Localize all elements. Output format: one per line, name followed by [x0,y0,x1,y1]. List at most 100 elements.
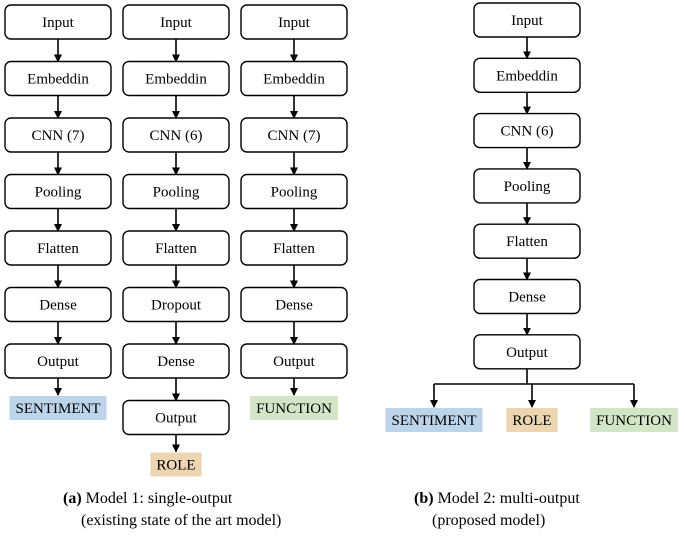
model1-col1-input-node-label: Input [42,15,74,31]
model1-col1-embeddin-node: Embeddin [4,60,112,97]
model1-col3-flatten-node-box [240,230,348,266]
model1-col3-dense-node: Dense [240,286,348,323]
model2-embeddin-node-box [473,57,581,93]
model1-col3-input-node: Input [240,4,348,40]
model1-col1-flatten-node-box [4,230,112,266]
model1-col2-dropout-node-box [122,286,230,323]
model2-flatten-node-label: Flatten [506,234,548,250]
model1-col1-cnn-7-node-box [4,117,112,153]
model1-col1-output-sentiment: SENTIMENT [9,396,107,420]
model1-col2-cnn-6-node: CNN (6) [122,117,230,153]
model1-col1-output-sentiment-badge [9,396,107,420]
model1-col3-pooling-node: Pooling [240,173,348,210]
model1-col2-flatten-node-label: Flatten [155,241,197,257]
caption-model1-tag: (a) [63,490,82,507]
model1-col1-flatten-node-label: Flatten [37,241,79,257]
model1-col2-cnn-6-node-box [122,117,230,153]
model1-col3-output-node-box [240,343,348,379]
model1-col2-flatten-node: Flatten [122,230,230,266]
model2-output-role-badge [506,408,558,432]
model2-flatten-node-box [473,223,581,259]
model2-output-node: Output [473,334,581,370]
model1-col3-dense-node-box [240,286,348,323]
model1-col2-pooling-node-label: Pooling [153,185,200,201]
model1-col2-output-role-label: ROLE [156,458,195,474]
caption-model1-line2: (existing state of the art model) [81,512,282,529]
model1-col1-input-node: Input [4,4,112,40]
model2-dense-node: Dense [473,278,581,315]
model1-col2-output-node-label: Output [155,411,198,427]
model1-col3-embeddin-node: Embeddin [240,60,348,97]
model1-col1-pooling-node-box [4,173,112,210]
model2-input-node-box [473,2,581,38]
model1-col1-dense-node: Dense [4,286,112,323]
model1-col2-output-node: Output [122,399,230,436]
model1-col2-dense-node-box [122,343,230,379]
model2-pooling-node: Pooling [473,168,581,204]
model1-col2-embeddin-node-label: Embeddin [145,72,207,88]
model2-output-sentiment-badge [385,408,483,432]
caption-model2-line2: (proposed model) [432,512,546,529]
model2-pooling-node-box [473,168,581,204]
model1-col2-cnn-6-node-label: CNN (6) [150,128,203,144]
model1-col2-input-node-label: Input [160,15,192,31]
model1-col3-embeddin-node-box [240,60,348,97]
model2-output-role: ROLE [506,408,558,432]
model1-col3-embeddin-node-label: Embeddin [263,72,325,88]
model2-output-function-badge [590,408,678,432]
model2-output-node-box [473,334,581,370]
model1-col1-output-node-label: Output [37,354,80,370]
model1-col2-input-node-box [122,4,230,40]
model1-col3-output-function-badge [250,396,338,420]
model1-col2-pooling-node: Pooling [122,173,230,210]
model1-col1-input-node-box [4,4,112,40]
model2-input-node-label: Input [511,13,543,29]
model1-col1-output-node-box [4,343,112,379]
model1-col3-pooling-node-box [240,173,348,210]
model1-col3-output-node-label: Output [273,354,316,370]
model2-output-sentiment: SENTIMENT [385,408,483,432]
model1-col2-output-role: ROLE [150,452,202,477]
model1-col3-output-function: FUNCTION [250,396,338,420]
model2-embeddin-node-label: Embeddin [496,68,558,84]
model2-flatten-node: Flatten [473,223,581,259]
model2-dense-node-label: Dense [508,290,546,306]
model2-dense-node-box [473,278,581,315]
model2-output-function-label: FUNCTION [596,413,672,429]
model1-col3-cnn-7-node-box [240,117,348,153]
model2-output-role-label: ROLE [512,413,551,429]
model1-col2-embeddin-node-box [122,60,230,97]
model1-col3-input-node-box [240,4,348,40]
model1-col1-embeddin-node-box [4,60,112,97]
model1-col2-dropout-node: Dropout [122,286,230,323]
caption-model2: (b) Model 2: multi-output (proposed mode… [414,488,580,532]
caption-model1-line1: Model 1: single-output [85,490,233,507]
model1-col1-dense-node-box [4,286,112,323]
model1-col2-embeddin-node: Embeddin [122,60,230,97]
model2-embeddin-node: Embeddin [473,57,581,93]
caption-model1: (a) Model 1: single-output (existing sta… [63,488,281,532]
model1-col1-cnn-7-node-label: CNN (7) [32,128,85,144]
model1-col2-output-role-badge [150,452,202,477]
model1-col3-input-node-label: Input [278,15,310,31]
model1-col3-cnn-7-node: CNN (7) [240,117,348,153]
model1-col3-output-node: Output [240,343,348,379]
model1-col3-flatten-node-label: Flatten [273,241,315,257]
model1-col1-dense-node-label: Dense [39,298,77,314]
model1-col1-pooling-node: Pooling [4,173,112,210]
model1-col1-embeddin-node-label: Embeddin [27,72,89,88]
model2-cnn-6-node-box [473,112,581,149]
model1-col1-output-node: Output [4,343,112,379]
model1-col2-flatten-node-box [122,230,230,266]
model1-col1-cnn-7-node: CNN (7) [4,117,112,153]
caption-model2-line1: Model 2: multi-output [437,490,580,507]
model1-col1-flatten-node: Flatten [4,230,112,266]
model2-input-node: Input [473,2,581,38]
model1-col3-output-function-label: FUNCTION [256,401,332,417]
model2-output-sentiment-label: SENTIMENT [392,413,477,429]
model1-col2-input-node: Input [122,4,230,40]
model1-col3-pooling-node-label: Pooling [271,185,318,201]
model1-col2-dropout-node-label: Dropout [151,298,202,314]
model1-col3-flatten-node: Flatten [240,230,348,266]
